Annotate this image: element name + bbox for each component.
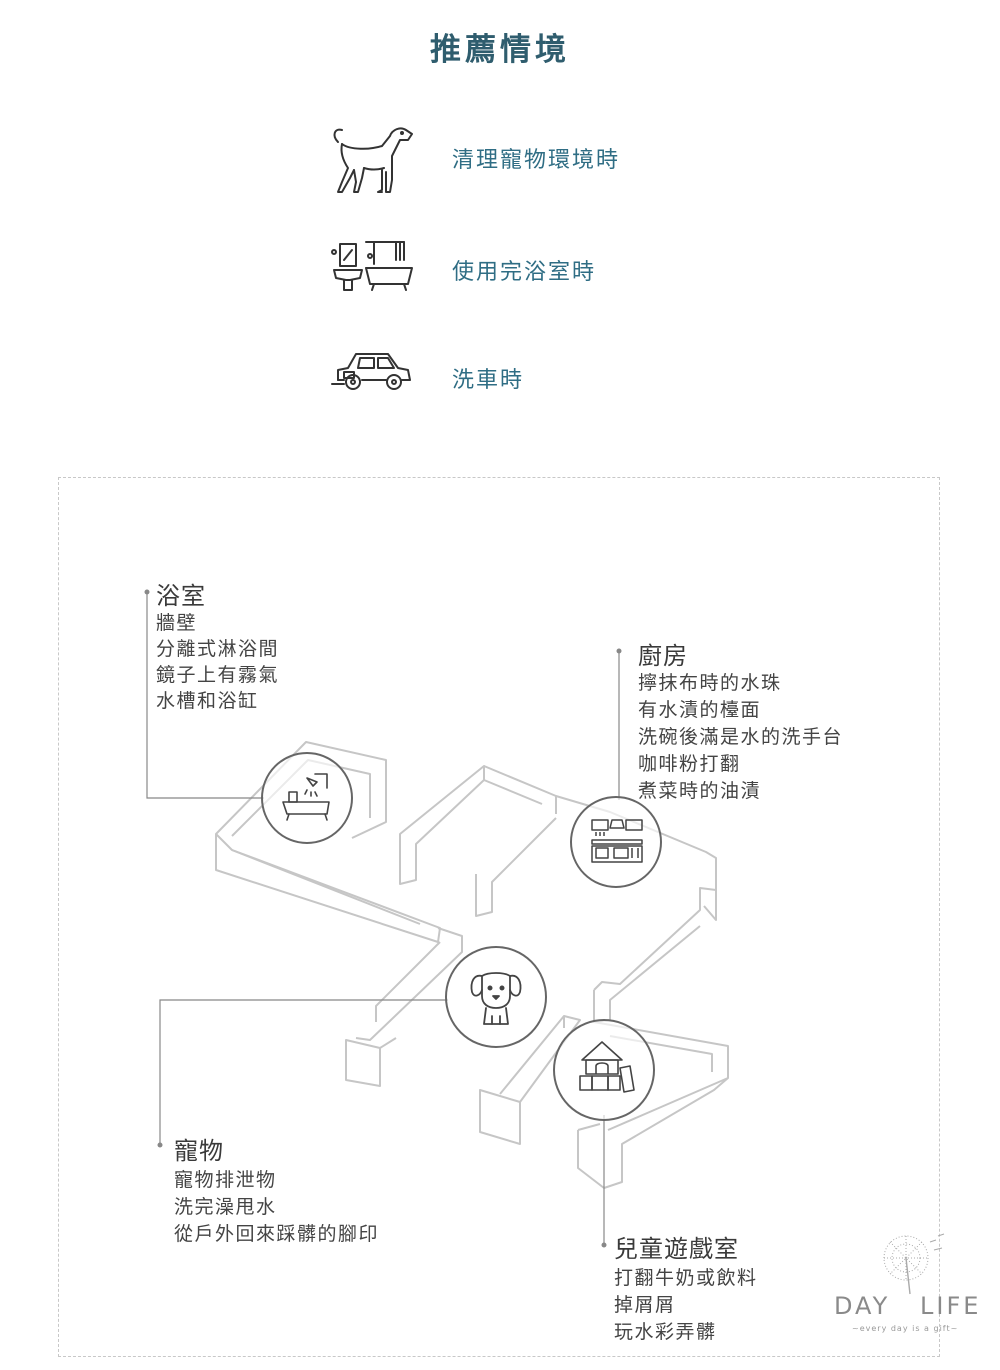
scenario-bathroom: 使用完浴室時	[330, 234, 730, 304]
room-title-pet: 寵物	[174, 1137, 224, 1165]
logo-life: LIFE	[920, 1292, 982, 1320]
toy-blocks-icon	[579, 1041, 635, 1093]
room-item: 從戶外回來踩髒的腳印	[174, 1223, 380, 1245]
dog-face-icon	[470, 972, 522, 1025]
room-item: 擰抹布時的水珠	[638, 672, 782, 694]
room-item: 打翻牛奶或飲料	[614, 1267, 758, 1289]
page-title: 推薦情境	[430, 32, 570, 68]
car-icon	[330, 346, 416, 402]
scenario-label: 洗車時	[452, 368, 525, 393]
room-item: 洗碗後滿是水的洗手台	[638, 726, 844, 748]
scenario-car: 洗車時	[330, 346, 730, 416]
room-title-bathroom: 浴室	[156, 582, 206, 610]
room-item: 分離式淋浴間	[156, 638, 280, 660]
room-title-kids: 兒童遊戲室	[614, 1235, 739, 1263]
room-title-kitchen: 廚房	[638, 642, 688, 670]
room-item: 洗完澡甩水	[174, 1196, 277, 1218]
scenario-label: 清理寵物環境時	[452, 148, 621, 173]
room-item: 掉屑屑	[614, 1294, 676, 1316]
room-item: 有水漬的檯面	[638, 699, 762, 721]
floorplan-frame	[58, 477, 940, 1357]
logo-day: DAY	[834, 1292, 891, 1320]
scenario-label: 使用完浴室時	[452, 260, 597, 285]
bathtub-icon	[282, 773, 330, 821]
room-item: 咖啡粉打翻	[638, 753, 741, 775]
scenario-pet: 清理寵物環境時	[330, 122, 730, 193]
room-item: 水槽和浴缸	[156, 690, 259, 712]
room-item: 煮菜時的油漬	[638, 780, 762, 802]
bathroom-icon	[330, 234, 416, 300]
room-item: 玩水彩弄髒	[614, 1321, 717, 1343]
room-item: 寵物排泄物	[174, 1169, 277, 1191]
dog-icon	[330, 122, 416, 197]
room-item: 牆壁	[156, 612, 198, 634]
room-item: 鏡子上有霧氣	[156, 664, 280, 686]
kitchen-icon	[591, 819, 643, 863]
logo-tagline: ~every day is a gift~	[852, 1324, 959, 1333]
dandelion-logo-icon	[883, 1233, 945, 1295]
